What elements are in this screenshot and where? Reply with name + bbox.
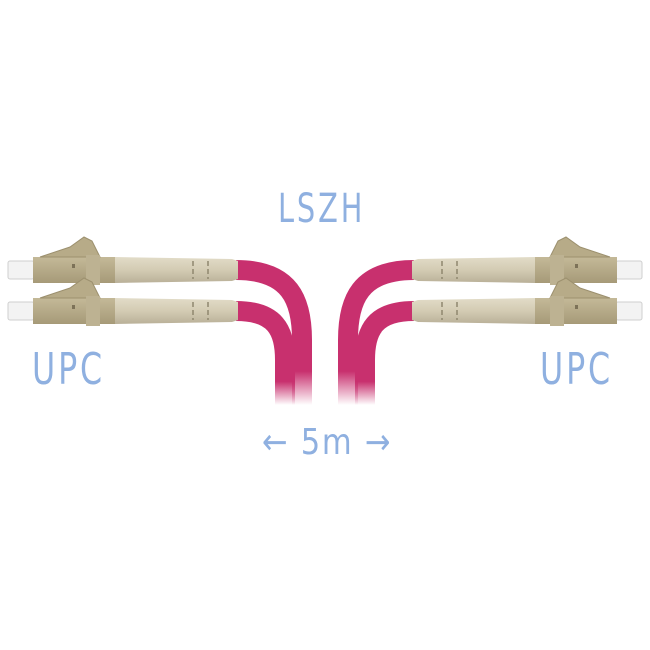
right-cable-upper: [338, 260, 415, 405]
cable-length-label: ← 5m →: [262, 422, 393, 463]
left-cable-upper: [235, 260, 312, 405]
right-cable-lower: [355, 301, 415, 405]
left-cable-lower: [235, 301, 295, 405]
lc-connector-left-lower: [7, 277, 239, 327]
left-polish-label: UPC: [32, 344, 106, 395]
lc-connector-right-upper: [411, 236, 643, 286]
jacket-type-label: LSZH: [278, 186, 366, 232]
lc-connector-left-upper: [7, 236, 239, 286]
lc-connector-right-lower: [411, 277, 643, 327]
right-polish-label: UPC: [540, 344, 614, 395]
